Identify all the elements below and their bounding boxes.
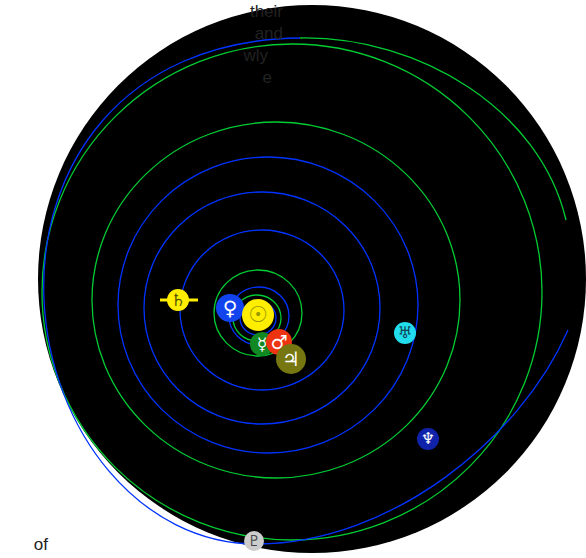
cropped-caption-text: their: [250, 3, 283, 20]
planet-disc: ♃: [276, 344, 306, 374]
planet-disc: ♆: [417, 428, 439, 450]
planet-symbol: ♃: [282, 349, 300, 369]
orbit: [118, 157, 418, 453]
planet-symbol: ♆: [421, 431, 435, 447]
cropped-caption-text: wly: [243, 47, 268, 64]
planet-disc: ♅: [394, 322, 416, 344]
planet-disc: ♄: [167, 289, 189, 311]
orbit: [44, 38, 568, 544]
sky-disc: [38, 5, 586, 553]
planet-disc: ♇: [244, 531, 264, 551]
planet-disc: ☉: [242, 299, 274, 331]
cropped-caption-text: of: [34, 536, 48, 553]
planet-symbol: ♇: [247, 534, 260, 549]
orbit: [42, 44, 542, 540]
cropped-caption-text: and: [255, 25, 283, 42]
planet-symbol: ☉: [248, 304, 268, 326]
planet-symbol: ♅: [398, 325, 412, 341]
orbit: [300, 38, 566, 220]
orbit: [144, 192, 380, 424]
planet-symbol: ♀: [223, 298, 238, 318]
cropped-caption-text: e: [263, 69, 272, 86]
orbit: [92, 122, 460, 478]
planet-disc: ♀: [216, 294, 244, 322]
orbit: [180, 230, 344, 390]
planet-symbol: ♄: [170, 292, 185, 309]
